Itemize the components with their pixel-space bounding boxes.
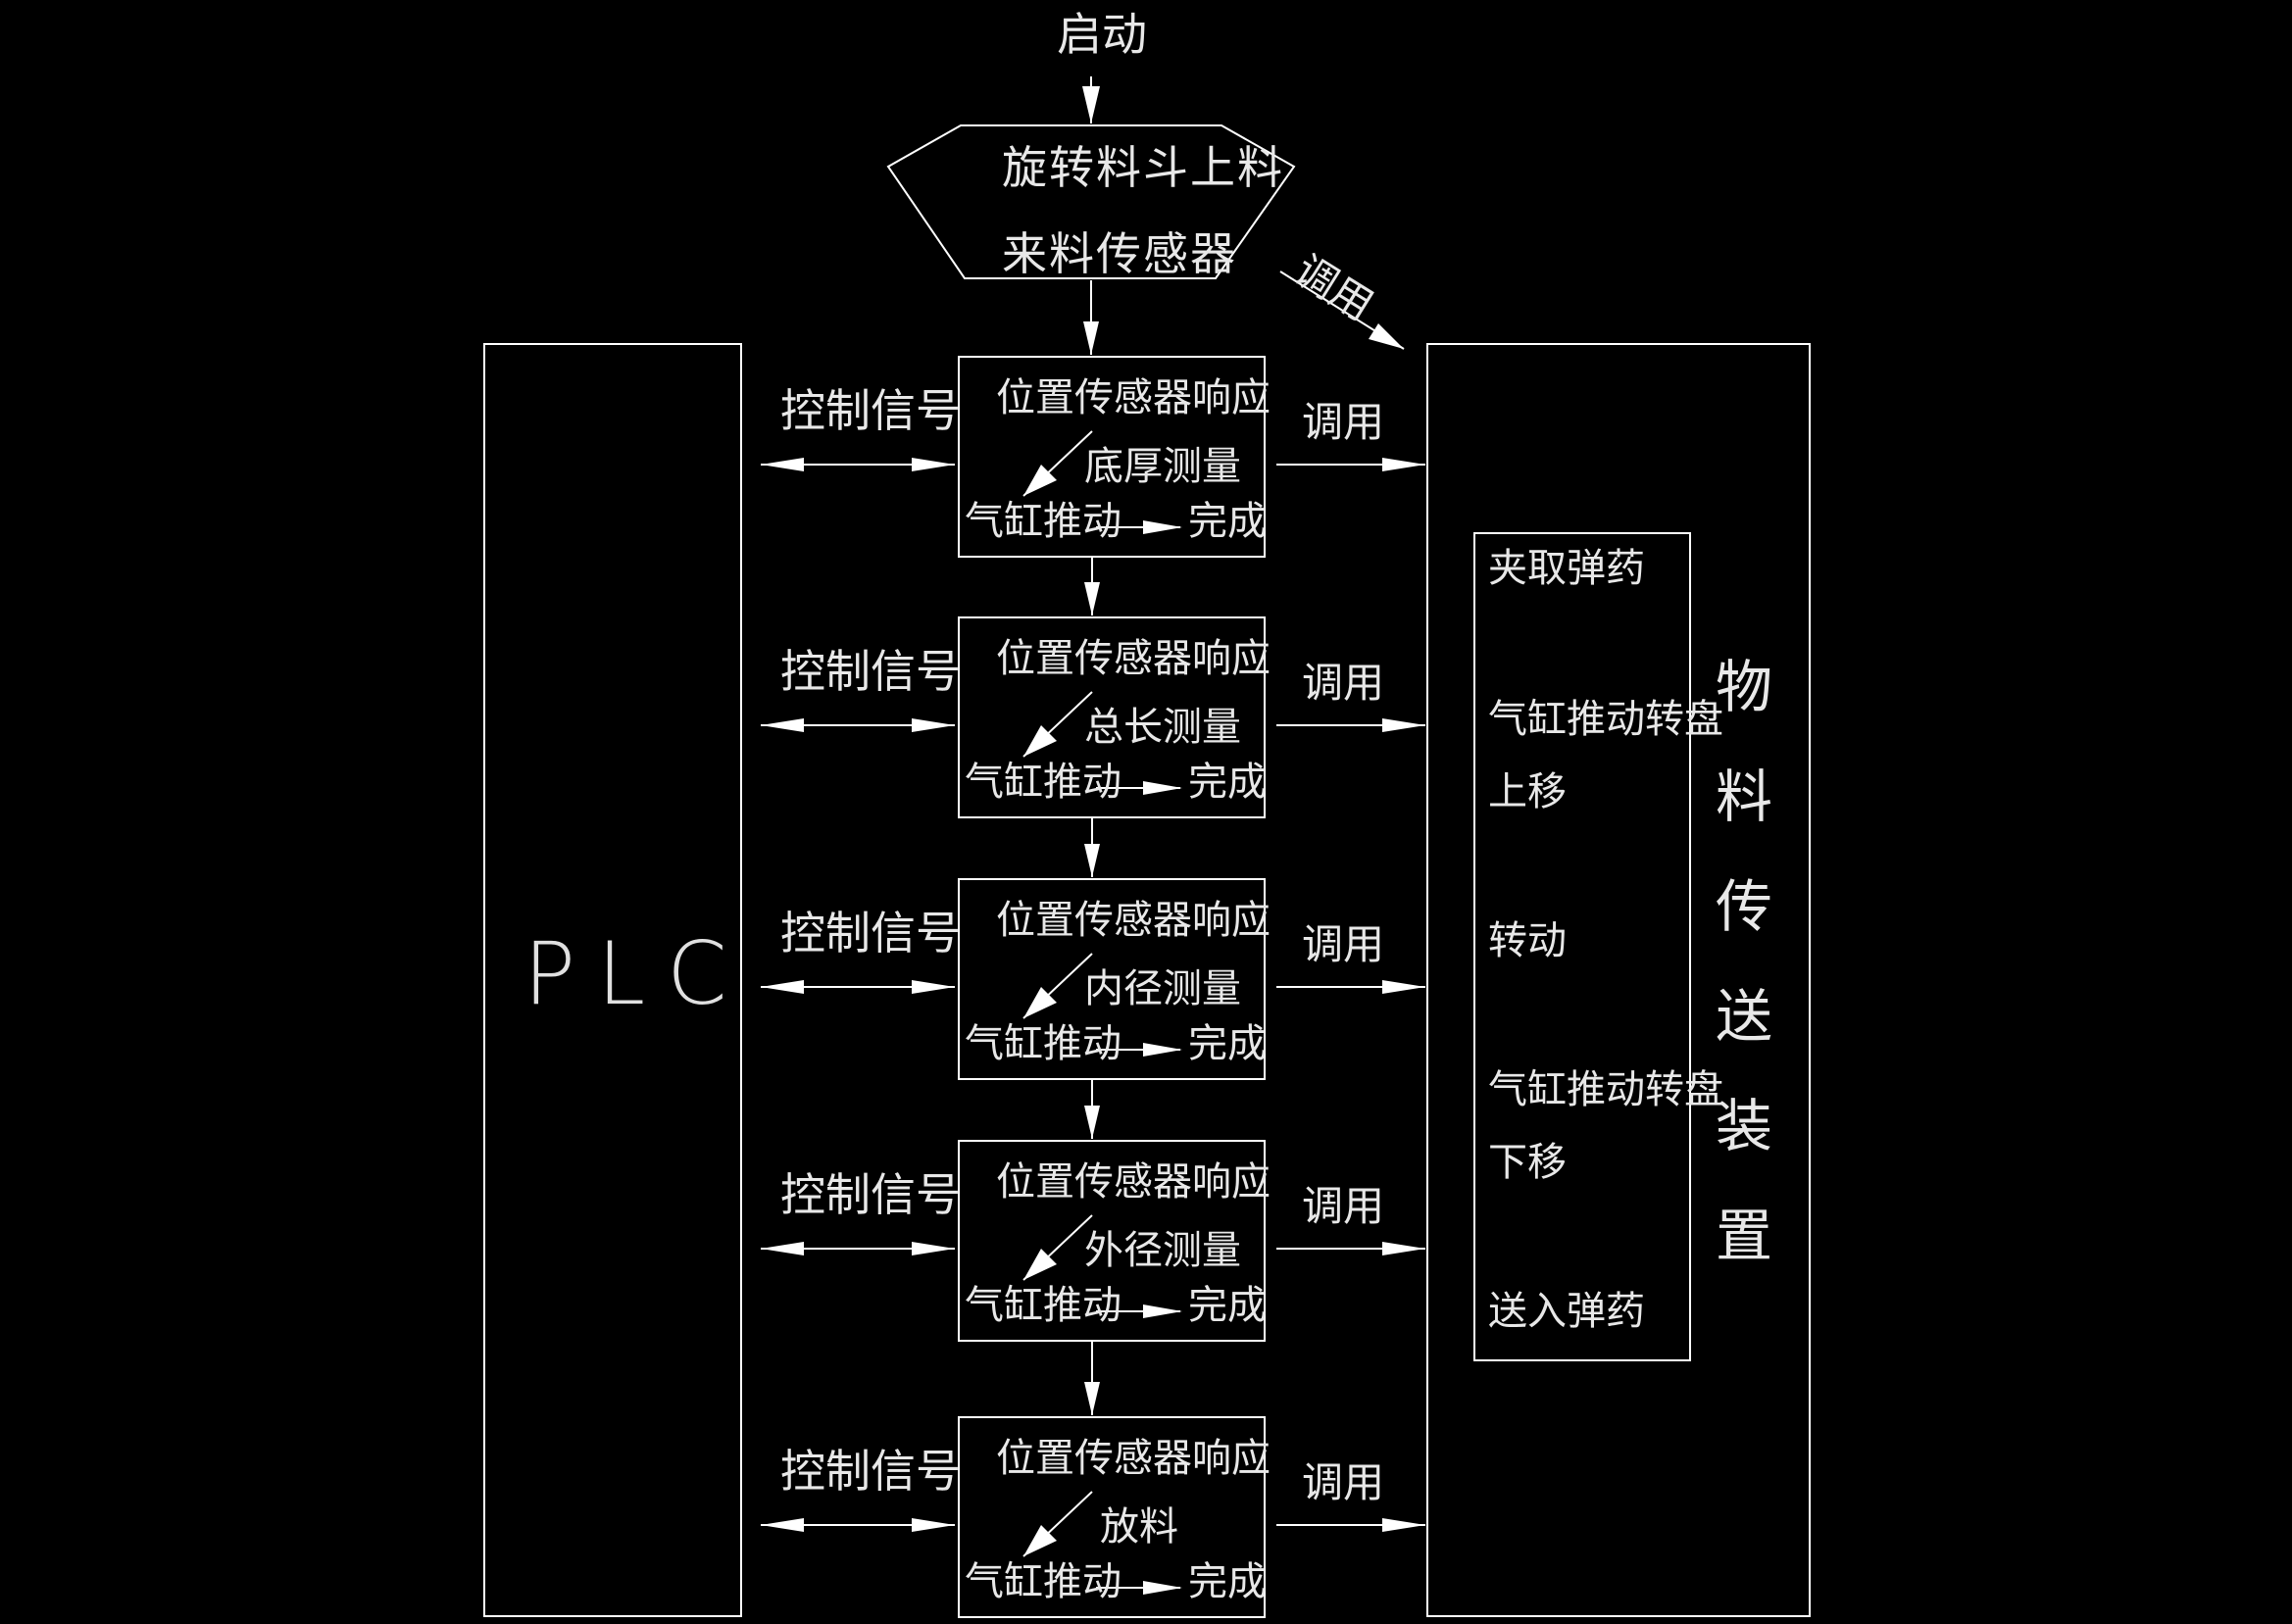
transfer-title-char: 装 <box>1716 1093 1773 1159</box>
call-label: 调用 <box>1302 398 1385 446</box>
stage-box <box>958 1416 1266 1618</box>
inner-diagonal-arrowhead <box>1023 1525 1057 1556</box>
step-rotate: 转动 <box>1488 918 1567 963</box>
done-label: 完成 <box>1188 760 1267 805</box>
control-arrowhead-right <box>912 980 955 994</box>
inner-arrowhead <box>1143 1581 1182 1595</box>
control-arrowhead-left <box>761 1242 804 1255</box>
stage-box <box>958 878 1266 1080</box>
measure-label: 放料 <box>1100 1504 1178 1550</box>
control-arrowhead-left <box>761 458 804 471</box>
hopper-shape <box>886 124 1296 279</box>
step-insert: 送入弹药 <box>1488 1289 1645 1334</box>
stage-box <box>958 1140 1266 1342</box>
control-arrowhead-right <box>912 1242 955 1255</box>
next-stage-arrowhead <box>1084 582 1100 615</box>
hopper-line2: 来料传感器 <box>1002 227 1237 280</box>
inner-arrowhead <box>1143 520 1182 534</box>
measure-label: 底厚测量 <box>1084 444 1241 489</box>
measure-label: 总长测量 <box>1084 705 1241 750</box>
step-up-line2: 上移 <box>1488 769 1567 814</box>
done-label: 完成 <box>1188 1559 1267 1604</box>
call-arrowhead <box>1382 718 1425 732</box>
control-arrowhead-left <box>761 718 804 732</box>
next-stage-arrowhead <box>1084 844 1100 877</box>
transfer-steps-box <box>1473 532 1691 1361</box>
control-arrowhead-right <box>912 718 955 732</box>
call-label: 调用 <box>1302 1458 1385 1506</box>
inner-arrowhead <box>1143 1304 1182 1318</box>
done-label: 完成 <box>1188 499 1267 544</box>
step-up-line1: 气缸推动转盘 <box>1488 697 1723 742</box>
step-clamp: 夹取弹药 <box>1488 546 1645 591</box>
call-arrowhead <box>1382 1518 1425 1532</box>
call-label: 调用 <box>1302 1182 1385 1230</box>
inner-diagonal-arrowhead <box>1023 987 1057 1018</box>
sensor-label: 位置传感器响应 <box>996 1159 1271 1205</box>
plc-box <box>483 343 742 1617</box>
control-signal-label: 控制信号 <box>780 1168 961 1221</box>
measure-label: 内径测量 <box>1084 966 1241 1011</box>
call-label: 调用 <box>1302 920 1385 968</box>
start-label: 启动 <box>1057 8 1147 61</box>
control-signal-label: 控制信号 <box>780 1445 961 1498</box>
next-stage-arrowhead <box>1084 1106 1100 1139</box>
stage-box <box>958 616 1266 818</box>
control-signal-label: 控制信号 <box>780 645 961 698</box>
inner-diagonal-arrowhead <box>1023 1249 1057 1280</box>
step-down-line1: 气缸推动转盘 <box>1488 1067 1723 1112</box>
control-signal-label: 控制信号 <box>780 907 961 960</box>
control-arrowhead-right <box>912 458 955 471</box>
control-signal-label: 控制信号 <box>780 384 961 437</box>
transfer-title-char: 传 <box>1716 873 1773 940</box>
sensor-label: 位置传感器响应 <box>996 898 1271 943</box>
transfer-title-char: 置 <box>1716 1203 1773 1269</box>
done-label: 完成 <box>1188 1021 1267 1066</box>
measure-label: 外径测量 <box>1084 1228 1241 1273</box>
sensor-label: 位置传感器响应 <box>996 1436 1271 1481</box>
stage-shapes <box>761 356 1425 1618</box>
transfer-title: 物 料 传 送 装 置 <box>1716 659 1772 1317</box>
inner-arrowhead <box>1143 781 1182 795</box>
inner-arrowhead <box>1143 1043 1182 1057</box>
transfer-title-char: 送 <box>1716 983 1773 1050</box>
cylinder-label: 气缸推动 <box>965 1559 1121 1604</box>
cylinder-label: 气缸推动 <box>965 760 1121 805</box>
transfer-title-char: 物 <box>1716 654 1773 720</box>
cylinder-label: 气缸推动 <box>965 1283 1121 1328</box>
stage-box <box>958 356 1266 558</box>
next-stage-arrowhead <box>1084 1382 1100 1415</box>
plc-label: PLC <box>523 923 749 1024</box>
cylinder-label: 气缸推动 <box>965 499 1121 544</box>
call-arrowhead <box>1382 458 1425 471</box>
sensor-label: 位置传感器响应 <box>996 375 1271 420</box>
call-label: 调用 <box>1302 659 1385 707</box>
call-arrowhead <box>1382 980 1425 994</box>
sensor-label: 位置传感器响应 <box>996 636 1271 681</box>
done-label: 完成 <box>1188 1283 1267 1328</box>
control-arrowhead-left <box>761 980 804 994</box>
inner-diagonal-arrowhead <box>1023 465 1057 496</box>
transfer-box <box>1426 343 1811 1617</box>
hopper-line1: 旋转料斗上料 <box>1002 141 1284 194</box>
call-arrowhead <box>1382 1242 1425 1255</box>
step-down-line2: 下移 <box>1488 1140 1567 1185</box>
cylinder-label: 气缸推动 <box>965 1021 1121 1066</box>
control-arrowhead-left <box>761 1518 804 1532</box>
transfer-title-char: 料 <box>1716 763 1773 830</box>
control-arrowhead-right <box>912 1518 955 1532</box>
inner-diagonal-arrowhead <box>1023 725 1057 757</box>
